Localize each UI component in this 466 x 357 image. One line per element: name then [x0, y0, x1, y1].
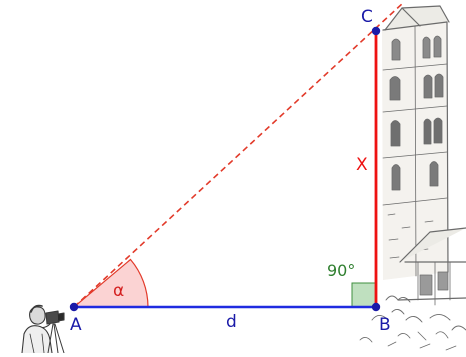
angle-alpha-sector [72, 258, 149, 308]
label-angle-alpha: α [113, 281, 124, 301]
vertex-c [371, 26, 381, 36]
label-distance-d: d [226, 312, 237, 332]
line-of-sight [73, 2, 404, 308]
right-angle-marker [351, 282, 377, 308]
vertex-a [69, 302, 79, 312]
label-point-c: C [361, 7, 373, 27]
observer-illustration [21, 304, 65, 354]
label-height-x: X [356, 155, 368, 175]
tower-illustration [359, 5, 466, 351]
label-point-a: A [70, 315, 82, 335]
label-point-b: B [379, 315, 391, 335]
label-right-angle: 90° [327, 261, 355, 280]
vertex-b [371, 302, 381, 312]
